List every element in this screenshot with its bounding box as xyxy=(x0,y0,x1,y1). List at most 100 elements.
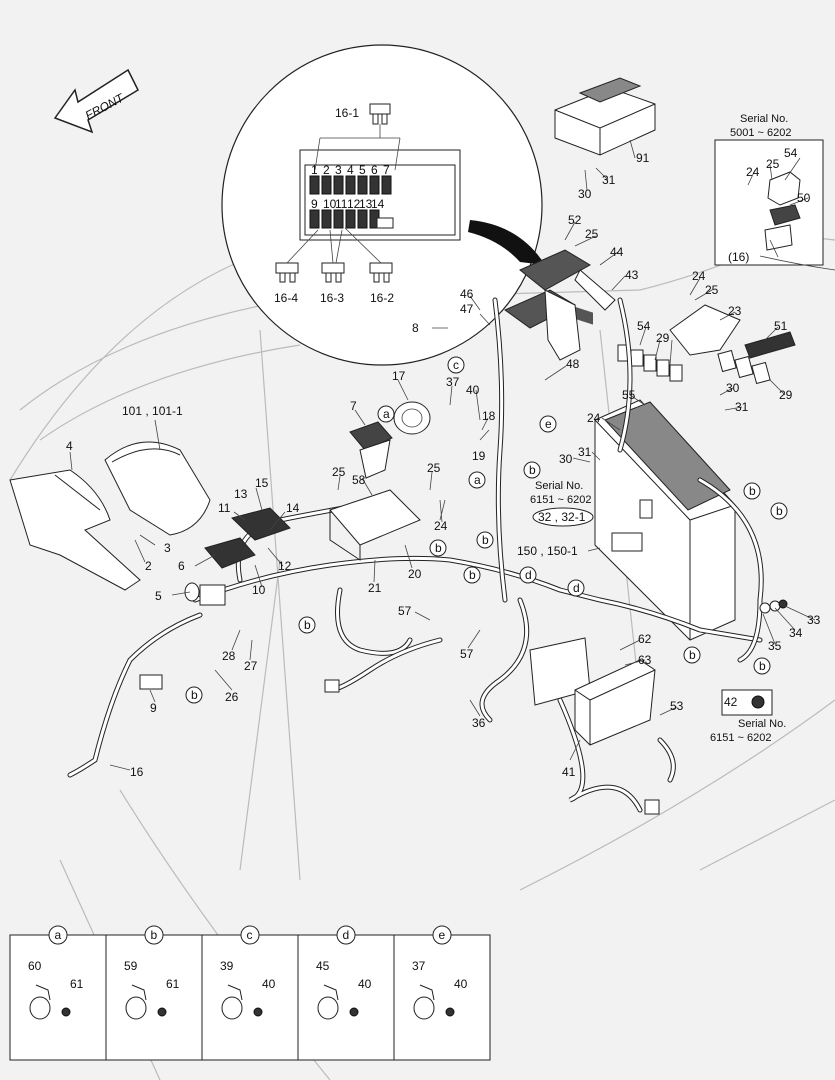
callout-31a: 31 xyxy=(602,173,616,187)
callout-58: 58 xyxy=(352,473,366,487)
leader-lines xyxy=(69,139,816,771)
callout-57b: 57 xyxy=(460,647,474,661)
ref-b-5: b xyxy=(298,616,316,634)
callout-6: 6 xyxy=(178,559,185,573)
ref-e-1: e xyxy=(539,415,557,433)
ref-b-4: b xyxy=(463,566,481,584)
fuse-16-4 xyxy=(275,262,299,283)
fuse-number-bottom: 13 xyxy=(359,197,373,211)
callout-35: 35 xyxy=(768,639,782,653)
ref-d-2: d xyxy=(567,579,585,597)
callout-2: 2 xyxy=(145,559,152,573)
callout-57a: 57 xyxy=(398,604,412,618)
clip-references: a a b b b b b b b b b b c d d e xyxy=(185,356,788,704)
callout-21: 21 xyxy=(368,581,382,595)
fuse-label-16-2: 16-2 xyxy=(370,291,394,305)
svg-text:a: a xyxy=(474,473,481,487)
legend-part-2: 40 xyxy=(262,977,276,991)
callout-15: 15 xyxy=(255,476,269,490)
callout-43: 43 xyxy=(625,268,639,282)
legend-letter: c xyxy=(247,928,253,942)
bolt-shape xyxy=(253,1007,263,1017)
callout-labels: 101 , 101-1 4 3 2 6 5 11 13 15 14 12 10 … xyxy=(66,146,821,779)
legend-part-2: 61 xyxy=(70,977,84,991)
svg-text:d: d xyxy=(525,568,532,582)
key-switch xyxy=(184,582,226,606)
callout-24a: 24 xyxy=(434,519,448,533)
callout-91: 91 xyxy=(636,151,650,165)
callout-30c: 30 xyxy=(559,452,573,466)
clip-shape xyxy=(29,996,51,1020)
callout-54a: 54 xyxy=(784,146,798,160)
fuse-number-bottom: 11 xyxy=(335,197,348,211)
callout-34: 34 xyxy=(789,626,803,640)
callout-8: 8 xyxy=(412,321,419,335)
fuse-slot-bottom xyxy=(333,209,344,229)
bolt-shape xyxy=(445,1007,455,1017)
fuse-number-top: 4 xyxy=(347,163,354,177)
svg-text:b: b xyxy=(759,659,766,673)
legend-part-2: 40 xyxy=(454,977,468,991)
switch-7 xyxy=(349,421,393,479)
callout-27: 27 xyxy=(244,659,258,673)
callout-62: 62 xyxy=(638,632,652,646)
callout-3: 3 xyxy=(164,541,171,555)
callout-33: 33 xyxy=(807,613,821,627)
callout-50: 50 xyxy=(797,191,811,205)
legend-part-1: 45 xyxy=(316,959,330,973)
callout-4: 4 xyxy=(66,439,73,453)
callout-16: 16 xyxy=(130,765,144,779)
callout-24c: 24 xyxy=(692,269,706,283)
serial-label-mid-1: Serial No. xyxy=(535,480,583,492)
clip-shape xyxy=(413,996,435,1020)
fuse-slot-bottom xyxy=(345,209,356,229)
svg-text:b: b xyxy=(482,533,489,547)
inset-pointer xyxy=(468,220,545,265)
legend-letter: a xyxy=(55,928,62,942)
ground-lugs xyxy=(759,599,788,614)
legend-part-1: 60 xyxy=(28,959,42,973)
callout-52: 52 xyxy=(568,213,582,227)
callout-24b: 24 xyxy=(746,165,760,179)
callout-12: 12 xyxy=(278,559,292,573)
ref-c-1: c xyxy=(447,356,465,374)
switch-panel xyxy=(204,507,291,569)
callout-37a: 37 xyxy=(446,375,460,389)
ref-a-1: a xyxy=(377,405,395,423)
callout-47: 47 xyxy=(460,302,474,316)
relay xyxy=(643,354,657,372)
serial-box-bottom-right xyxy=(721,689,773,716)
svg-text:d: d xyxy=(573,581,580,595)
svg-text:a: a xyxy=(383,407,390,421)
callout-20: 20 xyxy=(408,567,422,581)
callout-31c: 31 xyxy=(578,445,592,459)
ref-b-6: b xyxy=(185,686,203,704)
ref-a-2: a xyxy=(468,471,486,489)
callout-30a: 30 xyxy=(578,187,592,201)
callout-53: 53 xyxy=(670,699,684,713)
callout-29a: 29 xyxy=(656,331,670,345)
svg-text:c: c xyxy=(453,358,459,372)
callout-26: 26 xyxy=(225,690,239,704)
callout-24d: 24 xyxy=(587,411,601,425)
callout-42: 42 xyxy=(724,695,738,709)
instrument-cluster xyxy=(104,441,211,536)
svg-text:b: b xyxy=(435,541,442,555)
serial-label-bottom-right-1: Serial No. xyxy=(738,718,786,730)
callout-16p: (16) xyxy=(728,250,749,264)
serial-box-top-right xyxy=(714,139,835,271)
dash-bezel xyxy=(9,469,141,591)
relay-box-21 xyxy=(329,489,421,561)
callout-25a: 25 xyxy=(332,465,346,479)
callout-101: 101 , 101-1 xyxy=(122,404,183,418)
connector-41 xyxy=(529,637,656,746)
relay xyxy=(630,349,644,367)
ref-b-9: b xyxy=(683,646,701,664)
fuse-slot-top xyxy=(381,175,392,195)
fuse-slot-top xyxy=(345,175,356,195)
legend-letter: d xyxy=(343,928,350,942)
callout-54b: 54 xyxy=(637,319,651,333)
svg-text:b: b xyxy=(304,618,311,632)
